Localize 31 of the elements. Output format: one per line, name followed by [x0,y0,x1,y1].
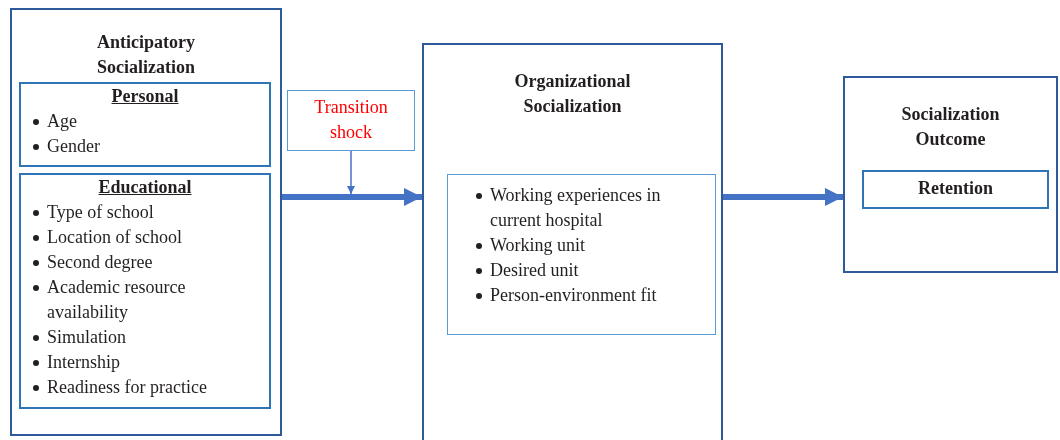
arrow [282,188,422,206]
bullet-item: Academic resource availability [29,275,261,325]
text-box [10,8,282,436]
bullet-item: Internship [29,350,261,375]
bullet-item: Gender [29,134,261,159]
bullet-item: Working experiences in current hospital [472,183,691,233]
arrow [723,188,843,206]
section-heading: Personal [111,86,179,106]
bullet-item: Location of school [29,225,261,250]
text-box [19,82,271,167]
text-box [447,174,716,335]
bullet-item: Person-environment fit [472,283,691,308]
bullet-item: Desired unit [472,258,691,283]
text-box [843,76,1058,273]
text-box [19,173,271,409]
text-box [862,170,1049,209]
box-title: Socialization Outcome [900,103,1001,151]
bullet-item: Age [29,109,261,134]
box-label: Transition shock [313,96,389,144]
text-box [287,90,415,151]
box-title: Organizational Socialization [513,70,632,118]
bullet-item: Readiness for practice [29,375,261,400]
bullet-item: Working unit [472,233,691,258]
bullet-item: Type of school [29,200,261,225]
arrow [347,150,355,195]
box-label: Retention [917,177,994,200]
bullet-item: Second degree [29,250,261,275]
bullet-item: Simulation [29,325,261,350]
box-title: Anticipatory Socialization [96,31,196,79]
section-heading: Educational [98,177,192,197]
text-box [422,43,723,440]
